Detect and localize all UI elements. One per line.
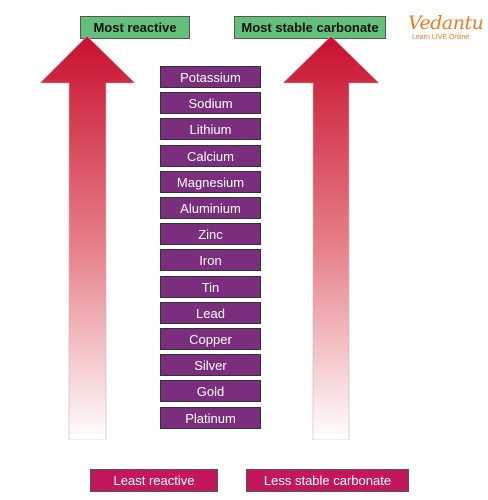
metal-lead: Lead	[160, 302, 261, 324]
less-stable-carbonate-label: Less stable carbonate	[246, 469, 409, 492]
most-reactive-label: Most reactive	[80, 16, 190, 39]
metal-potassium: Potassium	[160, 66, 261, 88]
reactivity-arrow	[40, 36, 135, 440]
vedantu-logo: Vedantu Learn LIVE Online	[408, 12, 484, 48]
metal-tin: Tin	[160, 276, 261, 298]
metal-aluminium: Aluminium	[160, 197, 261, 219]
carbonate-stability-arrow	[283, 36, 379, 440]
metal-silver: Silver	[160, 354, 261, 376]
most-stable-carbonate-label: Most stable carbonate	[234, 16, 386, 39]
metal-calcium: Calcium	[160, 145, 261, 167]
logo-name: Vedantu	[408, 12, 484, 34]
metal-iron: Iron	[160, 249, 261, 271]
metal-lithium: Lithium	[160, 118, 261, 140]
metal-copper: Copper	[160, 328, 261, 350]
metal-zinc: Zinc	[160, 223, 261, 245]
logo-tagline: Learn LIVE Online	[412, 34, 470, 41]
metal-magnesium: Magnesium	[160, 171, 261, 193]
metal-gold: Gold	[160, 380, 261, 402]
metal-sodium: Sodium	[160, 92, 261, 114]
metal-platinum: Platinum	[160, 407, 261, 429]
least-reactive-label: Least reactive	[90, 469, 218, 492]
